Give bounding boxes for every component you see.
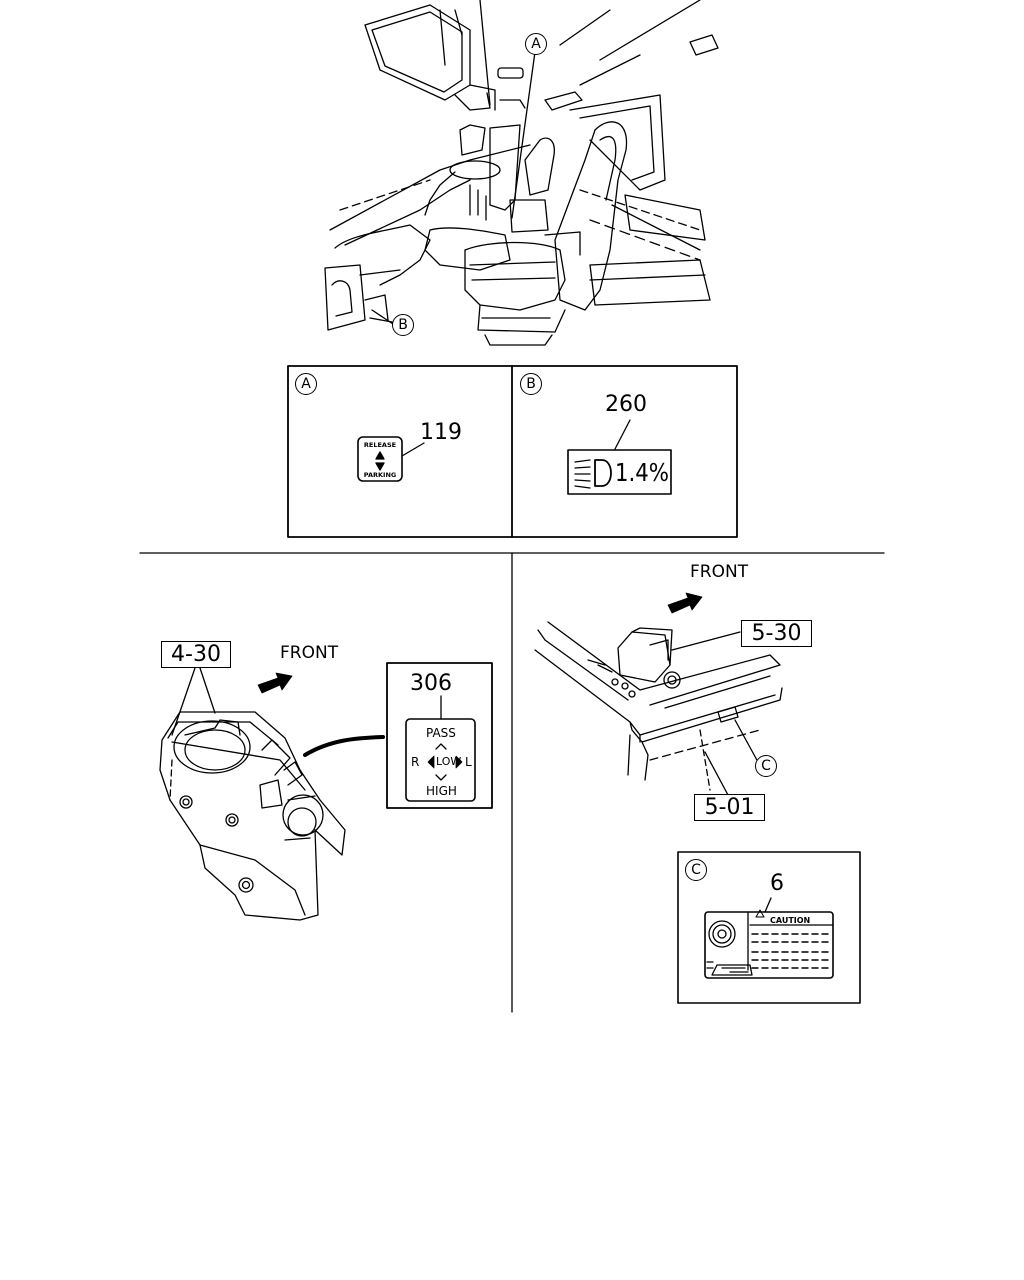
cab-interior-illustration — [324, 0, 719, 346]
caution-label-part-number: 6 — [770, 871, 784, 896]
caution-text: CAUTION — [770, 916, 811, 925]
ref-5-30: 5-30 — [741, 620, 812, 647]
parking-text: PARKING — [363, 471, 397, 479]
release-text: RELEASE — [363, 441, 397, 449]
detail-c-frame — [677, 851, 861, 1004]
ref-5-01: 5-01 — [694, 794, 765, 821]
headlamp-level-text: 1.4% — [615, 458, 669, 487]
dimmer-switch-label-graphic — [386, 662, 493, 809]
parking-brake-label-graphic — [357, 436, 425, 482]
dimmer-switch-part-number: 306 — [410, 671, 452, 696]
front-label-right: FRONT — [690, 562, 749, 582]
detail-b-marker: B — [520, 373, 542, 395]
chassis-frame-illustration — [534, 592, 783, 796]
switch-high: HIGH — [426, 784, 457, 798]
detail-b-part-number: 260 — [605, 392, 647, 417]
switch-r: R — [411, 755, 420, 769]
headlamp-level-label-graphic — [567, 419, 672, 495]
detail-panels-frame — [287, 365, 738, 538]
callout-b: B — [392, 314, 414, 336]
detail-a-part-number: 119 — [420, 420, 462, 445]
switch-pass: PASS — [426, 726, 456, 740]
detail-c-marker: C — [685, 859, 707, 881]
ref-4-30: 4-30 — [161, 641, 231, 668]
column-switch-illustration — [159, 667, 385, 921]
callout-a: A — [525, 33, 547, 55]
switch-l: L — [465, 755, 472, 769]
front-label-left: FRONT — [280, 643, 339, 663]
caution-label-graphic — [704, 897, 834, 979]
detail-a-marker: A — [295, 373, 317, 395]
callout-c: C — [755, 755, 777, 777]
switch-low: LOW — [436, 755, 462, 768]
